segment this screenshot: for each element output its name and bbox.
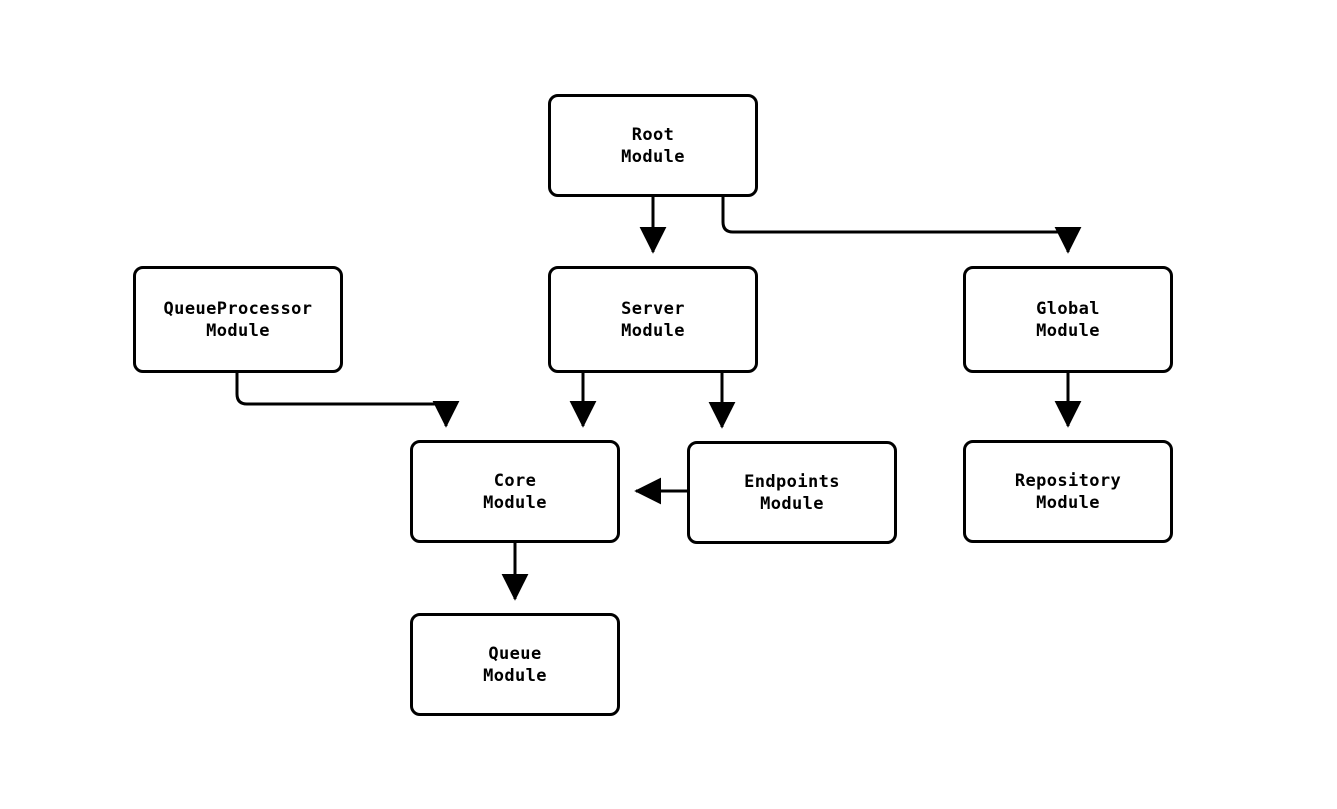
node-label-secondary: Module [621, 320, 685, 341]
node-label-primary: Core [493, 470, 537, 491]
node-label-secondary: Module [483, 492, 547, 513]
node-label-secondary: Module [483, 665, 547, 686]
edge-queueprocessor-to-core [235, 373, 460, 428]
node-label-primary: Global [1036, 298, 1100, 319]
node-label-secondary: Module [621, 146, 685, 167]
node-label-primary: Endpoints [744, 471, 840, 492]
node-label-secondary: Module [206, 320, 270, 341]
node-label-primary: Repository [1014, 470, 1122, 491]
node-label-secondary: Module [1036, 492, 1100, 513]
node-label-primary: Queue [488, 643, 542, 664]
node-label-primary: Root [631, 124, 675, 145]
node-label-secondary: Module [760, 493, 824, 514]
edge-root-to-global [721, 197, 1082, 254]
node-label-primary: QueueProcessor [163, 298, 313, 319]
node-label-secondary: Module [1036, 320, 1100, 341]
node-label-primary: Server [621, 298, 685, 319]
